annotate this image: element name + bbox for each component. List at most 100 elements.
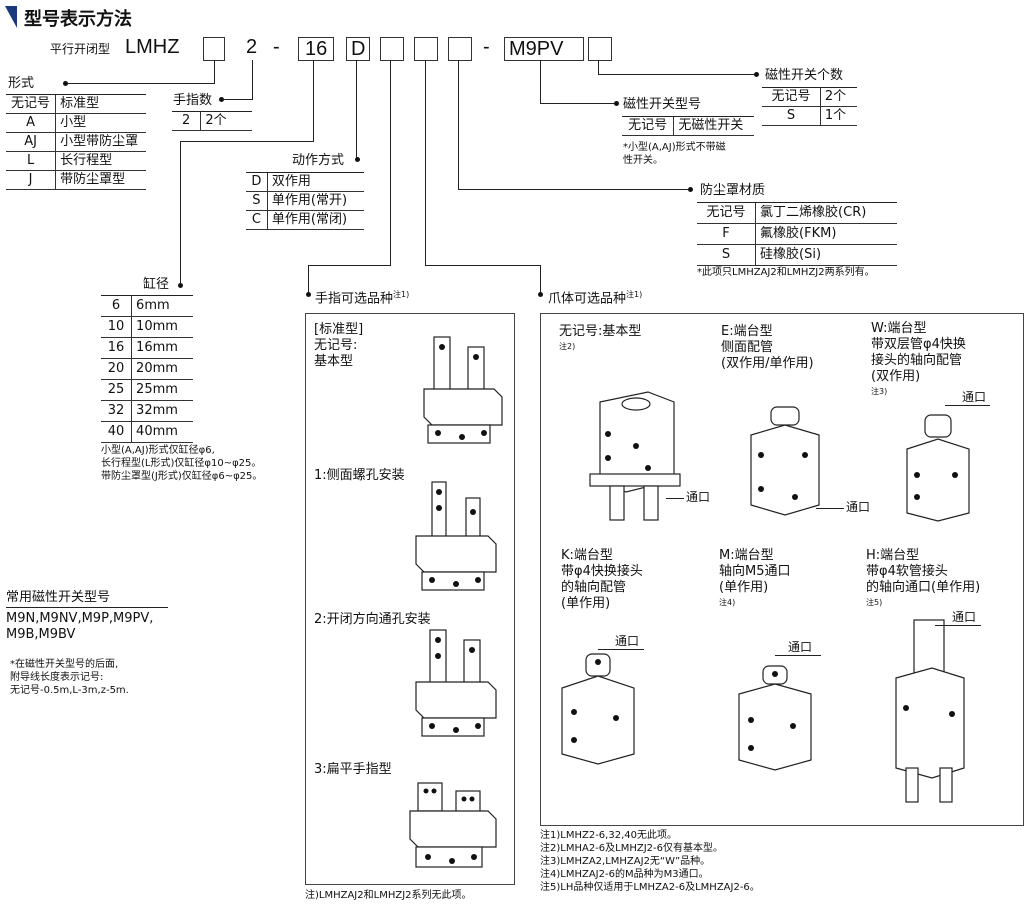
action-title: 动作方式 <box>292 153 345 168</box>
model-switch: M9PV <box>509 38 564 60</box>
common-switch-note-line: *在磁性开关型号的后面, <box>10 659 119 670</box>
switch-qty-top-rule <box>762 87 857 88</box>
bore-desc: 20mm <box>136 361 178 376</box>
bore-desc: 16mm <box>136 340 178 355</box>
body-option-line: 带φ4快换接头 <box>561 564 643 579</box>
model-series: LMHZ <box>125 36 180 58</box>
leader-action-dot <box>355 157 360 162</box>
port-label-w: 通口 <box>962 390 987 404</box>
model-finger-option-box <box>380 37 404 61</box>
common-switch-title: 常用磁性开关型号 <box>6 590 111 605</box>
cover-top-rule <box>697 202 897 203</box>
leader-qty-h <box>598 74 756 75</box>
body-option-w: W:端台型带双层管φ4快换接头的轴向配管(双作用)注3) <box>871 321 966 398</box>
body-option-line: (双作用/单作用) <box>721 356 814 371</box>
cover-desc: 氟橡胶(FKM) <box>760 226 837 241</box>
port-label-h: 通口 <box>952 610 977 624</box>
cover-code: 无记号 <box>697 203 757 224</box>
model-fingers: 2 <box>246 36 258 58</box>
bore-code: 10 <box>101 316 133 338</box>
finger-option-line: 2:开闭方向通孔安装 <box>314 612 431 627</box>
leader-bore-h <box>180 141 314 142</box>
body-option-line: H:端台型 <box>866 548 920 563</box>
port-label-e: 通口 <box>846 500 871 514</box>
action-desc: 双作用 <box>271 174 311 189</box>
fingers-title: 手指数 <box>173 93 213 108</box>
cover-code: S <box>697 244 757 266</box>
finger-option-flat: 3:扁平手指型 <box>314 762 392 778</box>
body-option-line: 接头的轴向配管 <box>871 353 963 368</box>
port-leader-w <box>945 405 990 406</box>
body-option-line: (双作用) <box>871 369 921 384</box>
body-option-line: 轴向M5通口 <box>719 564 791 579</box>
body-footnote-line: 注2)LMHA2-6及LMHZJ2-6仅有基本型。 <box>540 843 724 854</box>
bore-title: 缸径 <box>143 277 170 292</box>
model-form-box <box>203 37 225 61</box>
finger-through-hole-drawing <box>415 629 497 737</box>
form-title: 形式 <box>8 76 35 91</box>
body-option-h: H:端台型带φ4软管接头的轴向通口(单作用)注5) <box>866 548 980 609</box>
port-leader-m <box>775 655 821 656</box>
port-leader-basic <box>666 498 684 499</box>
bore-code: 25 <box>101 379 133 401</box>
leader-fingers-h <box>222 99 253 100</box>
finger-option-line: 无记号: <box>314 338 358 353</box>
common-switch-rule <box>6 607 168 608</box>
model-dash-2: - <box>483 36 490 58</box>
body-option-note: 注5) <box>866 598 883 607</box>
leader-body-opt-v <box>425 60 426 266</box>
finger-options-sup: 注1) <box>393 290 410 299</box>
form-code: 无记号 <box>6 95 57 114</box>
model-body-option-box <box>414 37 438 61</box>
switch-note-line: *小型(A,AJ)形式不带磁 <box>623 142 726 153</box>
form-row: 无记号标准型 <box>6 95 146 114</box>
body-options-sup: 注1) <box>626 290 643 299</box>
model-switch-qty-box <box>588 37 612 61</box>
finger-option-standard: [标准型]无记号:基本型 <box>314 322 363 370</box>
cover-desc: 氯丁二烯橡胶(CR) <box>760 205 867 220</box>
common-switch-notes: *在磁性开关型号的后面,附导线长度表示记号:无记号-0.5m,L-3m,z-5m… <box>10 658 129 697</box>
form-code: L <box>6 151 57 171</box>
form-desc: 标准型 <box>60 96 100 111</box>
cover-title: 防尘罩材质 <box>700 183 766 198</box>
switch-qty-desc: 1个 <box>824 108 847 123</box>
leader-fingers-dot <box>219 97 224 102</box>
body-option-line: (单作用) <box>719 580 769 595</box>
port-leader-k <box>598 649 644 650</box>
model-action: D <box>351 38 366 60</box>
finger-standard-drawing <box>423 336 503 444</box>
body-options-title: 爪体可选品种注1) <box>548 287 642 307</box>
body-option-line: W:端台型 <box>871 321 927 336</box>
finger-options-footnote: 注)LMHZAJ2和LMHZJ2系列无此项。 <box>305 890 472 901</box>
leader-finger-opt-dot <box>306 292 311 297</box>
bore-notes: 小型(A,AJ)形式仅缸径φ6,长行程型(L形式)仅缸径φ10~φ25。带防尘罩… <box>101 444 262 483</box>
form-desc: 小型 <box>60 115 87 130</box>
leader-form-dot <box>63 81 68 86</box>
switch-type-top-rule <box>622 116 754 117</box>
finger-option-line: [标准型] <box>314 322 364 337</box>
form-desc: 带防尘罩型 <box>60 172 126 187</box>
finger-flat-drawing <box>409 782 497 868</box>
switch-qty-code: 无记号 <box>762 88 821 107</box>
switch-type-code: 无记号 <box>622 117 675 136</box>
common-switch-line: M9N,M9NV,M9P,M9PV, <box>6 611 154 626</box>
body-options-title-text: 爪体可选品种 <box>548 291 627 307</box>
fingers-code: 2 <box>172 112 202 131</box>
body-footnote-line: 注5)LH品种仅适用于LMHZA2-6及LMHZAJ2-6。 <box>540 882 760 893</box>
bore-desc: 6mm <box>136 298 170 313</box>
bore-code: 6 <box>101 296 133 317</box>
body-option-line: E:端台型 <box>721 324 773 339</box>
body-option-note: 注2) <box>559 342 576 351</box>
body-option-line: 带φ4软管接头 <box>866 564 948 579</box>
port-label-m: 通口 <box>788 640 813 654</box>
action-desc: 单作用(常开) <box>271 193 348 208</box>
